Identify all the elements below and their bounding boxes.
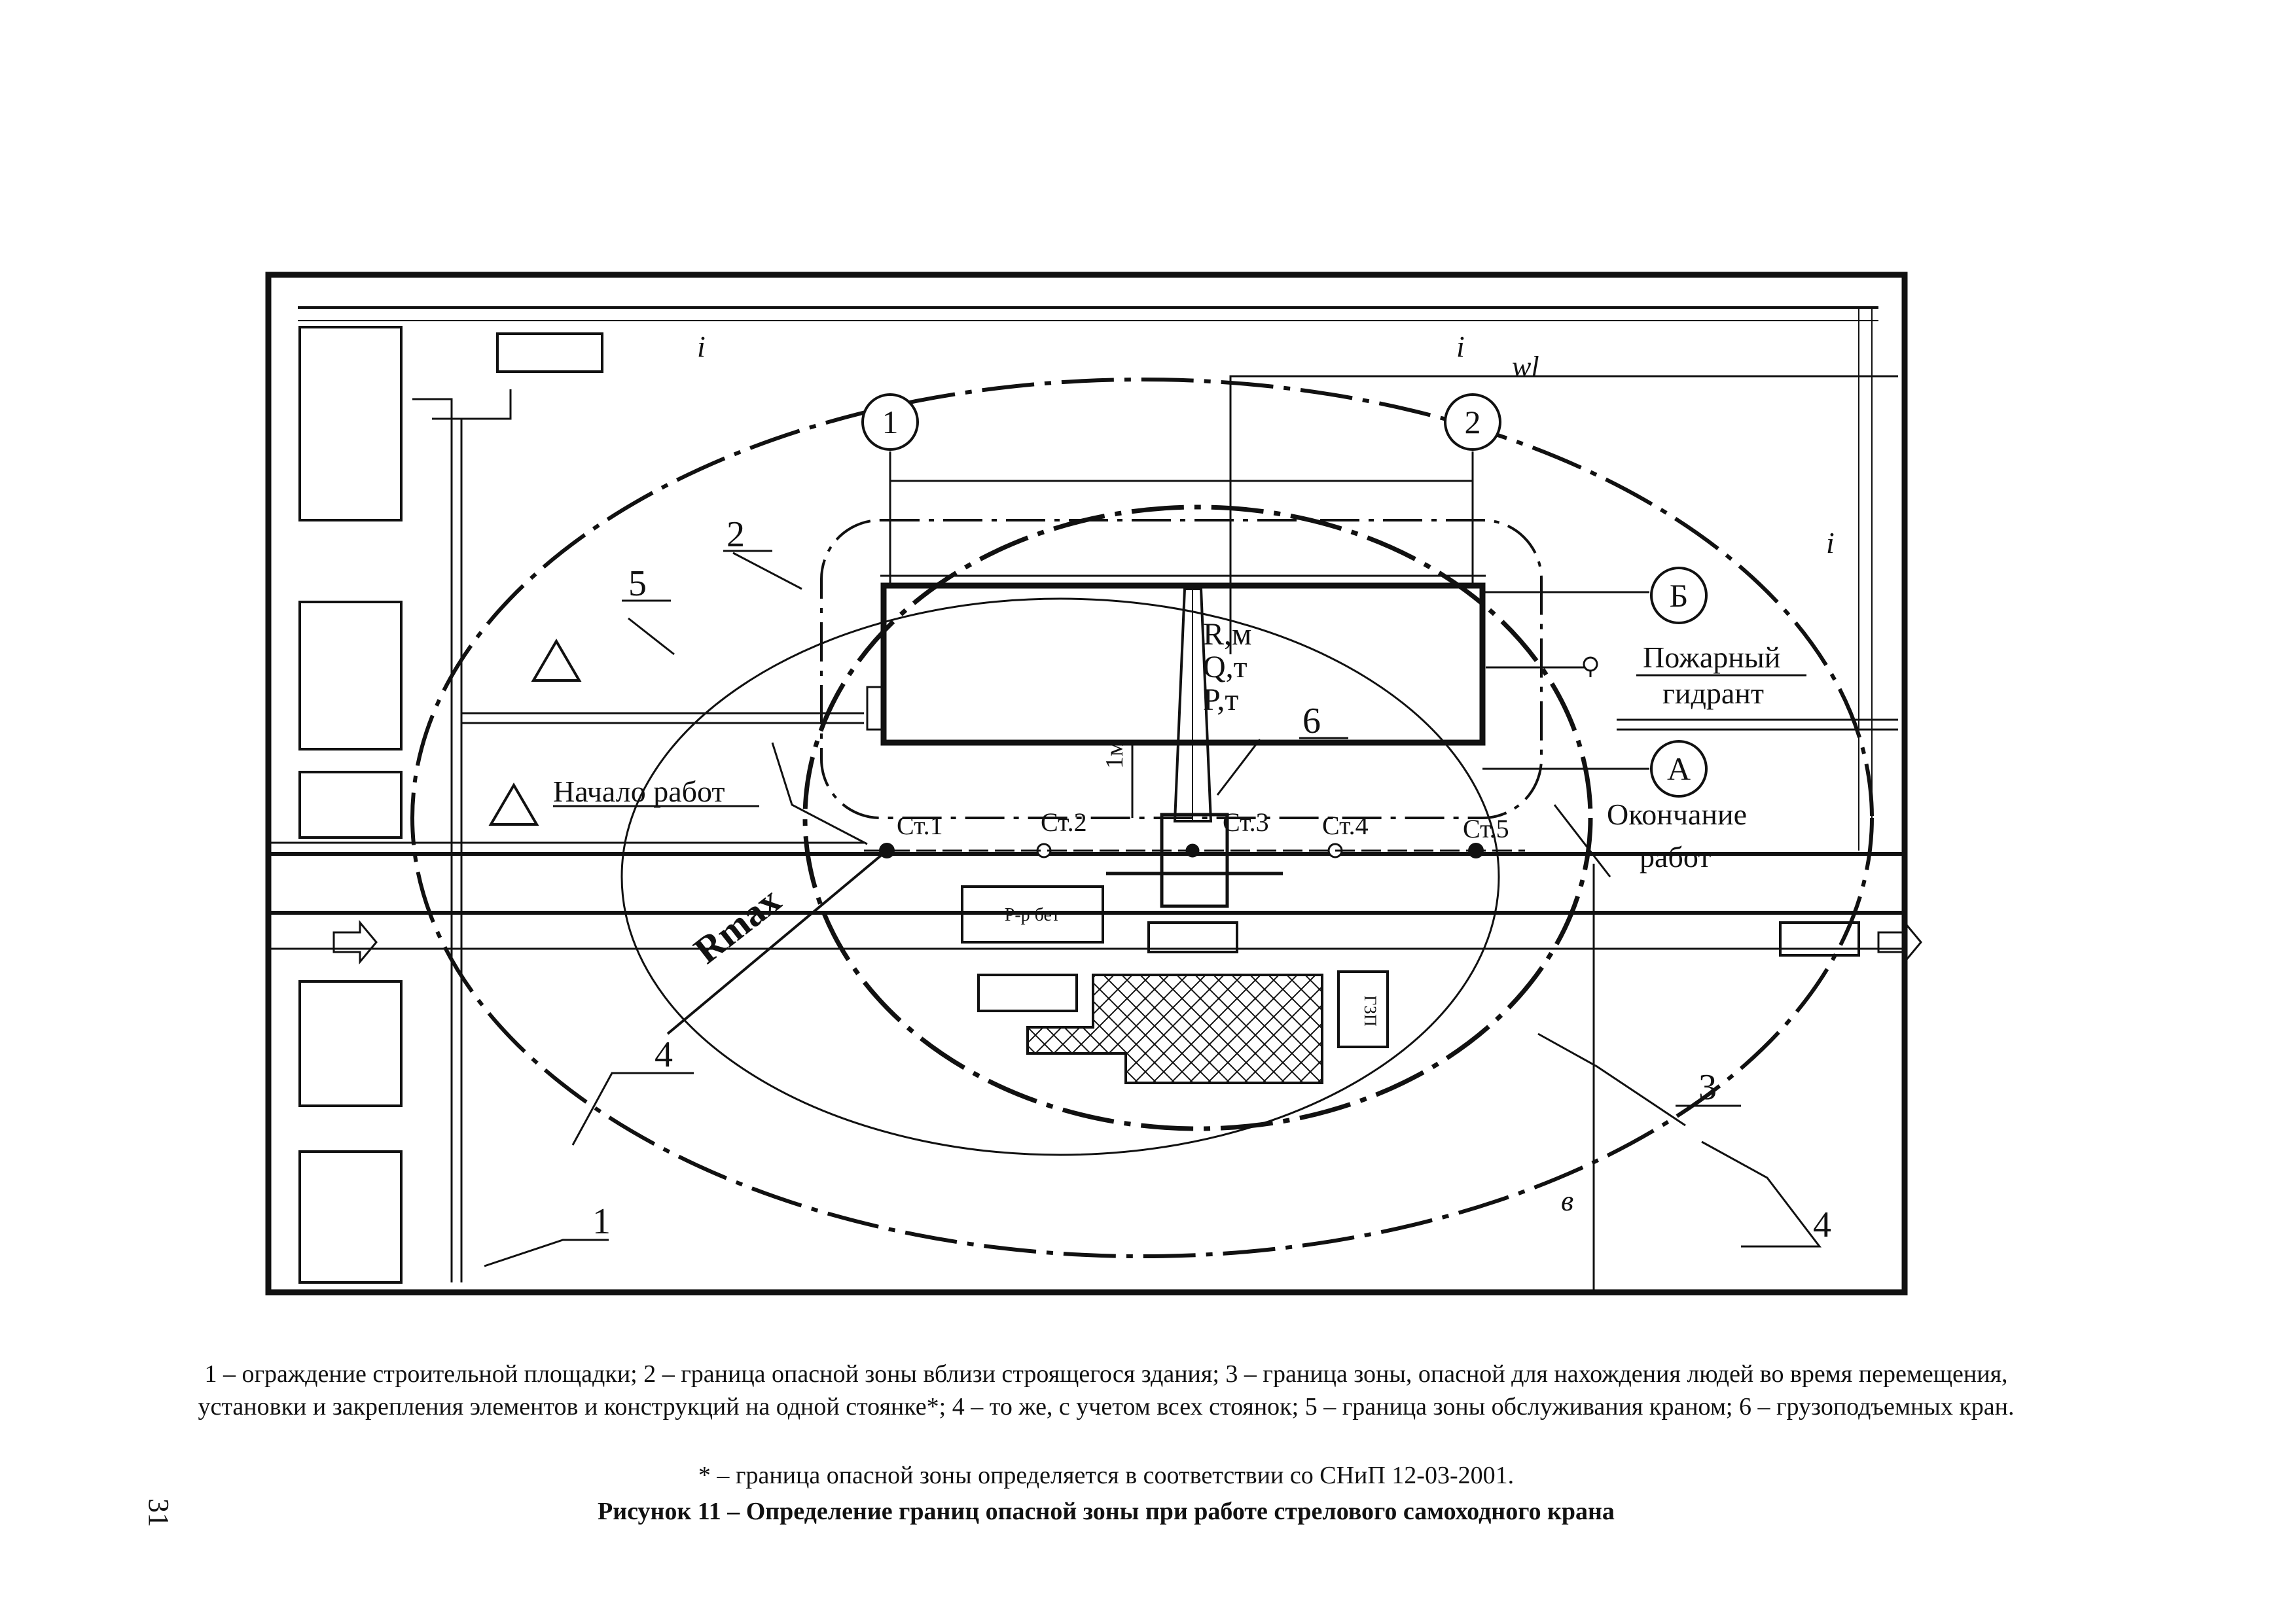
gzp-label: ГЗП (1361, 995, 1380, 1027)
crane-load-label: Q,т (1203, 650, 1247, 684)
crane-weight-label: P,т (1203, 682, 1238, 717)
crane-boom (1173, 588, 1213, 822)
figure-title: Рисунок 11 – Определение границ опасной … (598, 1498, 1615, 1525)
fire-hydrant-label-line2: гидрант (1662, 677, 1764, 710)
callout-6: 6 (1302, 701, 1321, 741)
storage-area-hatched (1026, 974, 1323, 1084)
callout-3: 3 (1698, 1067, 1717, 1108)
callout-4-left: 4 (655, 1034, 673, 1075)
utility-lines (412, 375, 1898, 1282)
site-fence (265, 272, 1908, 1296)
axis-mark-1 (861, 393, 919, 451)
axis-mark-b (1650, 567, 1708, 624)
single-stand-danger-zone-boundary (802, 504, 1593, 1131)
exit-arrow-icon (1877, 919, 1922, 965)
warning-sign-icon (488, 783, 539, 826)
fire-hydrant-label-line1: Пожарный (1643, 641, 1780, 674)
entry-arrow-icon (332, 919, 378, 965)
building-danger-zone-boundary (820, 519, 1543, 819)
crane-service-zone-boundary (620, 597, 1500, 1156)
crane (1106, 588, 1283, 908)
rmax-label: Rmax (686, 879, 789, 972)
building-stair-block (866, 686, 887, 731)
station-label-4: Ст.4 (1322, 811, 1369, 840)
slope-label: i (1456, 330, 1465, 363)
fire-hydrant-icon (1583, 656, 1598, 672)
temporary-buildings (298, 326, 1860, 1284)
callout-4-right: 4 (1813, 1205, 1831, 1245)
station-label-3: Ст.3 (1223, 807, 1269, 837)
axis-label-b: Б (1670, 577, 1689, 614)
station-label-1: Ст.1 (897, 811, 943, 840)
crane-radius-label: R,м (1203, 617, 1251, 652)
water-line-label: wl (1512, 351, 1539, 383)
start-of-work-label: Начало работ (553, 775, 725, 808)
site-road (268, 841, 1905, 950)
axis-label-a: А (1667, 750, 1691, 787)
crane-body (1160, 813, 1229, 908)
building-under-construction (880, 582, 1486, 746)
rmax-radius-line (666, 849, 888, 1035)
callout-leaders (484, 552, 1822, 1267)
page-number: 31 (143, 1498, 175, 1527)
axis-label-1: 1 (882, 404, 899, 440)
warning-sign-icon (531, 639, 582, 682)
end-of-work-label-line1: Окончание (1607, 798, 1747, 831)
station-label-5: Ст.5 (1463, 814, 1509, 843)
clearance-1m-label: 1м (1101, 741, 1128, 769)
callout-1: 1 (592, 1201, 611, 1242)
callout-5: 5 (628, 563, 647, 604)
slope-label: i (697, 330, 706, 363)
callout-2: 2 (727, 514, 745, 555)
station-label-2: Ст.2 (1041, 807, 1087, 837)
figure-note: * – граница опасной зоны определяется в … (698, 1462, 1515, 1489)
axis-mark-a (1650, 740, 1708, 798)
slope-label: i (1826, 526, 1835, 559)
figure-legend: 1 – ограждение строительной площадки; 2 … (198, 1360, 2015, 1421)
mortar-box-label: Р-р бет (1005, 905, 1060, 925)
axis-mark-2 (1444, 393, 1501, 451)
axis-label-2: 2 (1465, 404, 1481, 440)
end-of-work-label-line2: работ (1640, 840, 1711, 874)
axis-lines (889, 451, 1649, 770)
dimension-v-label: в (1561, 1185, 1573, 1217)
all-stands-danger-zone-boundary (410, 378, 1874, 1258)
